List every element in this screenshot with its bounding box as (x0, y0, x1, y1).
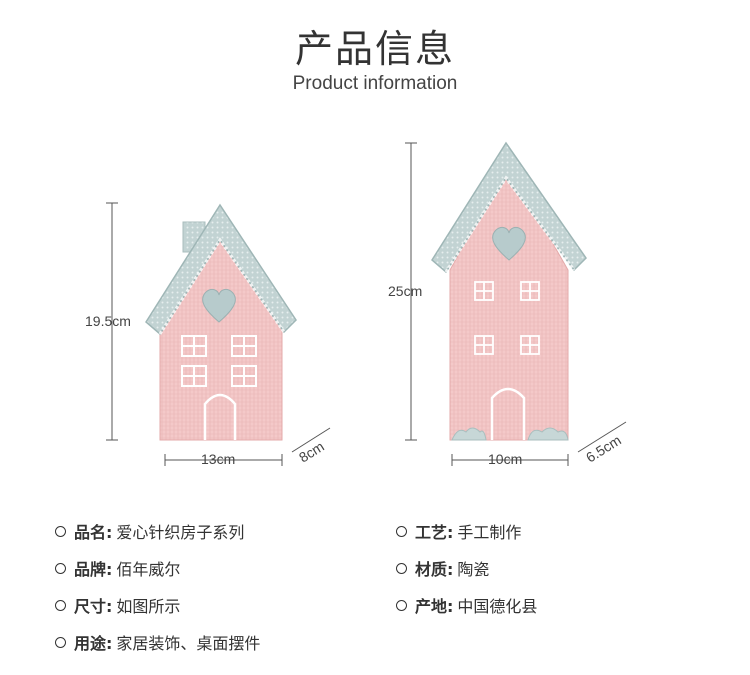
circle-bullet-icon (55, 636, 66, 648)
spec-label: 品名: (74, 523, 113, 542)
spec-item-brand: 品牌: 佰年威尔 (55, 556, 180, 580)
spec-item-material: 材质: 陶瓷 (396, 556, 489, 580)
large-house-height-label: 25cm (388, 283, 423, 299)
spec-value: 家居装饰、桌面摆件 (116, 634, 261, 653)
circle-bullet-icon (55, 599, 66, 611)
large-house-windows (474, 281, 540, 355)
small-house (106, 202, 331, 466)
spec-value: 陶瓷 (457, 560, 490, 579)
page-title: 产品信息 (294, 27, 455, 71)
small-house-height-label: 19.5cm (85, 313, 131, 329)
spec-value: 手工制作 (457, 523, 522, 542)
small-house-windows (181, 335, 257, 387)
spec-label: 产地: (415, 597, 454, 616)
spec-value: 中国德化县 (457, 597, 538, 616)
spec-item-usage: 用途: 家居装饰、桌面摆件 (55, 630, 260, 654)
spec-label: 工艺: (415, 523, 454, 542)
circle-bullet-icon (55, 525, 66, 537)
large-house (405, 141, 627, 466)
circle-bullet-icon (396, 525, 407, 537)
small-house-dimension-lines (106, 202, 331, 466)
large-house-dimension-lines (405, 142, 627, 466)
spec-item-origin: 产地: 中国德化县 (396, 593, 537, 617)
large-house-bush-left (451, 427, 487, 441)
spec-label: 品牌: (74, 560, 113, 579)
large-house-width-label: 10cm (488, 451, 523, 467)
product-figure (106, 141, 627, 466)
spec-value: 爱心针织房子系列 (116, 523, 245, 542)
spec-label: 用途: (74, 634, 113, 653)
small-house-heart (202, 288, 236, 323)
large-house-door (490, 387, 526, 440)
spec-value: 佰年威尔 (116, 560, 181, 579)
circle-bullet-icon (55, 562, 66, 574)
large-house-heart (492, 226, 526, 261)
spec-label: 材质: (415, 560, 454, 579)
spec-item-name: 品名: 爱心针织房子系列 (55, 519, 244, 543)
circle-bullet-icon (396, 599, 407, 611)
small-house-width-label: 13cm (201, 451, 236, 467)
small-house-door (203, 393, 237, 440)
spec-item-craft: 工艺: 手工制作 (396, 519, 521, 543)
page-subtitle: Product information (292, 73, 458, 94)
circle-bullet-icon (396, 562, 407, 574)
spec-item-size: 尺寸: 如图所示 (55, 593, 180, 617)
large-house-bush-right (527, 427, 569, 441)
spec-value: 如图所示 (116, 597, 181, 616)
spec-label: 尺寸: (74, 597, 113, 616)
